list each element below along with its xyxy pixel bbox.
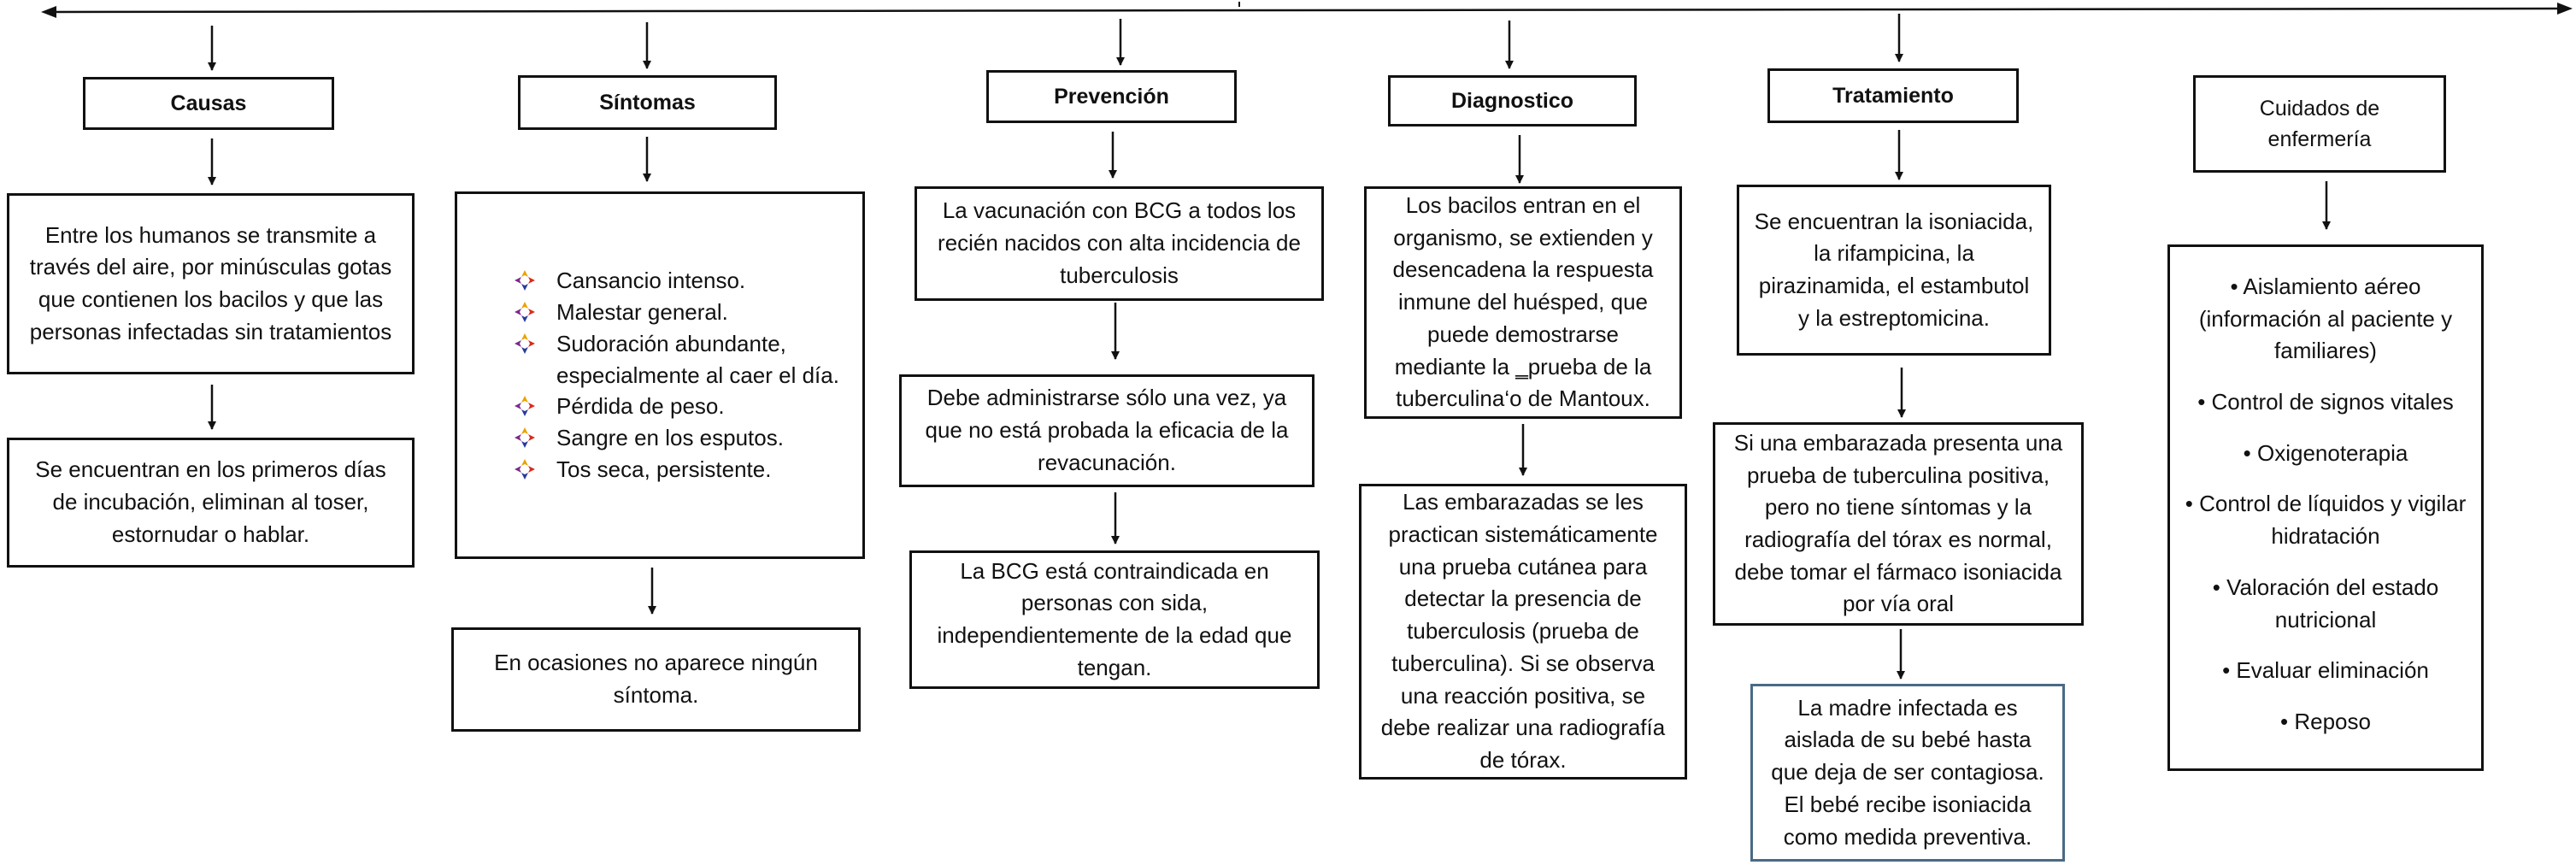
- care-item: • Control de signos vitales: [2197, 389, 2454, 415]
- causas-box-2: Se encuentran en los primeros días de in…: [7, 438, 415, 568]
- top-left-arrowhead: [41, 6, 56, 18]
- symptom-label: Pérdida de peso.: [556, 393, 725, 420]
- symptom-label: Malestar general.: [556, 298, 728, 325]
- symptom-label: Tos seca, persistente.: [556, 456, 772, 483]
- care-list: • Aislamiento aéreo (información al paci…: [2182, 271, 2469, 757]
- diagnostico-box-1: Los bacilos entran en el organismo, se e…: [1364, 186, 1682, 419]
- symptom-list: Cansancio intenso. Malestar general. Sud…: [514, 265, 850, 485]
- care-item: • Reposo: [2280, 708, 2371, 734]
- symptom-item: Sangre en los esputos.: [514, 422, 850, 454]
- care-item: • Valoración del estado nutricional: [2212, 574, 2439, 633]
- cuidados-list-box: • Aislamiento aéreo (información al paci…: [2167, 244, 2484, 771]
- tratamiento-box-2: Si una embarazada presenta una prueba de…: [1713, 422, 2084, 626]
- colored-arrow-bullet-icon: [515, 269, 535, 291]
- care-item: • Evaluar eliminación: [2222, 657, 2429, 684]
- top-right-arrowhead: [2557, 3, 2573, 15]
- symptom-item: Cansancio intenso.: [514, 265, 850, 297]
- symptom-item: Malestar general.: [514, 297, 850, 328]
- symptom-item: Tos seca, persistente.: [514, 454, 850, 485]
- symptom-label: Cansancio intenso.: [556, 267, 746, 293]
- symptom-item: Pérdida de peso.: [514, 391, 850, 422]
- care-item: • Aislamiento aéreo (información al paci…: [2198, 274, 2453, 364]
- prevencion-box-3: La BCG está contraindicada en personas c…: [909, 550, 1320, 689]
- sintomas-list-box: Cansancio intenso. Malestar general. Sud…: [455, 191, 865, 559]
- header-sintomas: Síntomas: [518, 75, 777, 130]
- header-cuidados: Cuidados de enfermería: [2193, 75, 2446, 173]
- prevencion-box-1: La vacunación con BCG a todos los recién…: [915, 186, 1324, 301]
- colored-arrow-bullet-icon: [515, 427, 535, 449]
- causas-box-1: Entre los humanos se transmite a través …: [7, 193, 415, 374]
- header-tratamiento: Tratamiento: [1767, 68, 2019, 123]
- colored-arrow-bullet-icon: [515, 459, 535, 480]
- header-causas: Causas: [83, 77, 334, 130]
- tratamiento-box-3: La madre infectada es aislada de su bebé…: [1750, 684, 2065, 862]
- diagnostico-box-2: Las embarazadas se les practican sistemá…: [1359, 484, 1687, 780]
- sintomas-box-2: En ocasiones no aparece ningún síntoma.: [451, 627, 861, 732]
- care-item: • Oxigenoterapia: [2243, 439, 2408, 466]
- care-item: • Control de líquidos y vigilar hidratac…: [2185, 491, 2467, 550]
- symptom-label: Sangre en los esputos.: [556, 425, 784, 451]
- colored-arrow-bullet-icon: [515, 396, 535, 417]
- symptom-label: Sudoración abundante, especialmente al c…: [556, 330, 839, 388]
- colored-arrow-bullet-icon: [515, 301, 535, 322]
- symptom-item: Sudoración abundante, especialmente al c…: [514, 328, 850, 391]
- prevencion-box-2: Debe administrarse sólo una vez, ya que …: [899, 374, 1314, 487]
- header-diagnostico: Diagnostico: [1388, 75, 1637, 127]
- header-prevencion: Prevención: [986, 70, 1237, 123]
- tratamiento-box-1: Se encuentran la isoniacida, la rifampic…: [1737, 185, 2051, 356]
- colored-arrow-bullet-icon: [515, 332, 535, 354]
- top-timeline-line: [52, 7, 2561, 14]
